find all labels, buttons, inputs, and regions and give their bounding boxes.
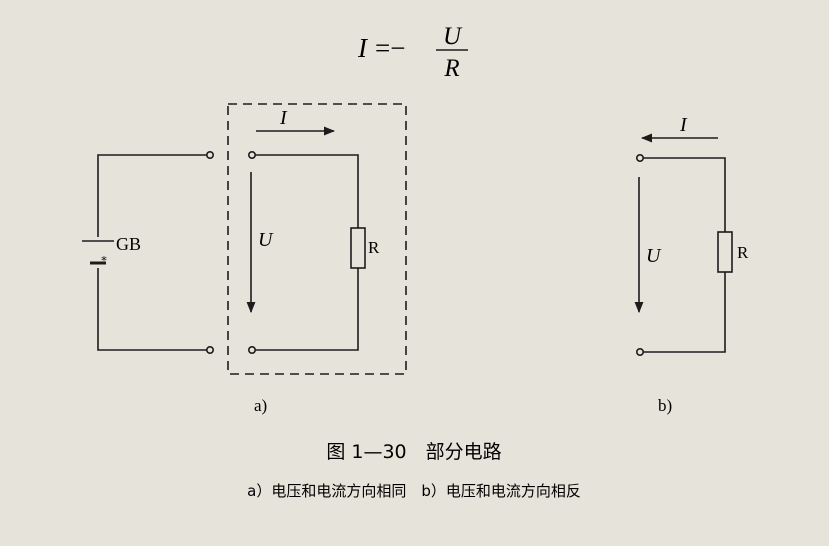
load-wire-top <box>255 154 359 228</box>
terminal-b-bottom <box>635 347 644 356</box>
source-wire-top <box>97 154 210 237</box>
voltage-label-b: U <box>646 245 662 267</box>
battery-dot: ∗ <box>100 253 107 265</box>
formula-operator: =− <box>375 33 405 63</box>
diagram-b <box>634 133 733 356</box>
diagram-b-labels: I U R b) <box>646 114 749 415</box>
load-wire-bottom <box>255 268 359 351</box>
terminal-load-bottom <box>248 345 257 354</box>
current-label-b: I <box>679 114 688 136</box>
sub-label-a: a) <box>254 396 267 415</box>
resistor-a <box>350 227 366 269</box>
resistor-label-a: R <box>368 238 380 257</box>
formula-lhs: I <box>357 33 369 63</box>
source-label: GB <box>116 234 141 254</box>
terminal-source-bottom <box>206 345 215 354</box>
terminal-load-top <box>248 151 257 160</box>
diagram-a-labels: GB ∗ I U R a) <box>100 107 380 415</box>
figure-caption-title: 图 1—30 部分电路 <box>326 441 501 463</box>
load-wire-b-bottom <box>643 272 726 353</box>
formula-denominator: R <box>443 55 459 82</box>
resistor-b <box>717 231 733 273</box>
voltage-label-a: U <box>258 229 274 251</box>
load-wire-b-top <box>643 157 726 232</box>
figure-caption-subtitle: a）电压和电流方向相同 b）电压和电流方向相反 <box>247 482 581 500</box>
terminal-source-top <box>206 151 215 160</box>
source-wire-bottom <box>97 268 210 351</box>
formula-numerator: U <box>443 23 463 50</box>
diagram-a <box>82 103 407 375</box>
current-label-a: I <box>279 107 288 129</box>
formula: I =− U R <box>357 23 468 82</box>
terminal-b-top <box>635 154 644 163</box>
sub-label-b: b) <box>658 396 672 415</box>
resistor-label-b: R <box>737 243 749 262</box>
